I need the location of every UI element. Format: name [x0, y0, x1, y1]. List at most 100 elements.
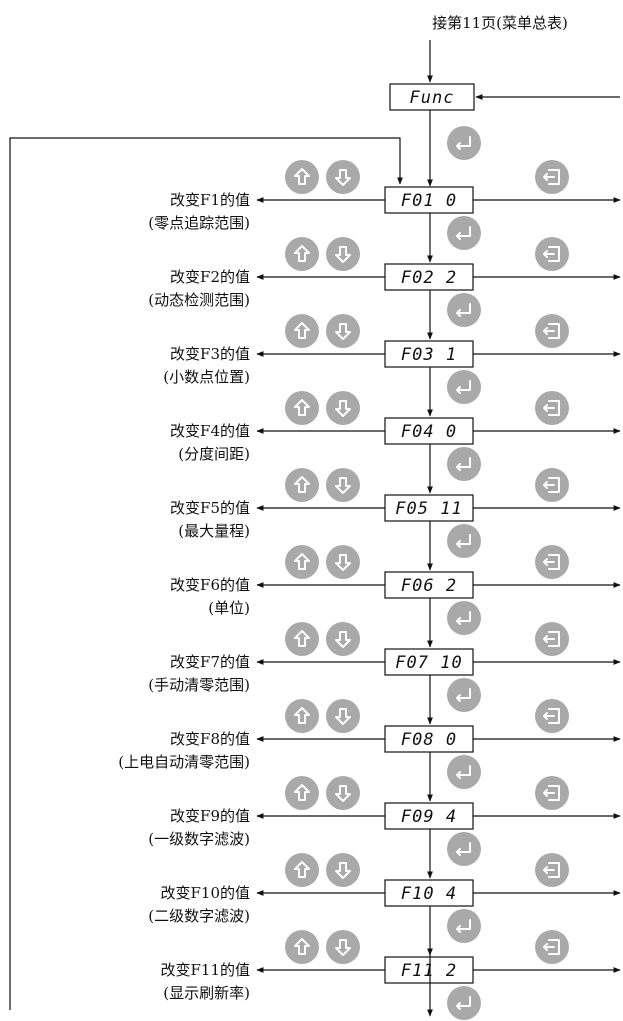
exit-button[interactable]: [535, 622, 569, 656]
exit-frame: [548, 477, 560, 493]
down-arrow-icon: [335, 708, 351, 725]
exit-button[interactable]: [535, 160, 569, 194]
display-text: F10 4: [401, 884, 457, 904]
down-button[interactable]: [326, 391, 360, 425]
display-box: [384, 340, 474, 368]
enter-icon: [456, 765, 471, 779]
exit-frame: [548, 323, 560, 339]
up-arrow-icon: [294, 784, 310, 801]
up-button[interactable]: [285, 776, 319, 810]
down-button[interactable]: [326, 545, 360, 579]
enter-button-bg: [447, 216, 481, 250]
down-button[interactable]: [326, 314, 360, 348]
display-text: F11 2: [401, 961, 457, 981]
enter-button[interactable]: [447, 909, 481, 943]
display-text: F08 0: [401, 730, 457, 750]
row-label: 改变F11的值: [161, 961, 251, 979]
up-button[interactable]: [285, 545, 319, 579]
up-arrow-icon: [294, 322, 310, 339]
down-arrow-icon: [335, 323, 351, 340]
exit-button[interactable]: [535, 314, 569, 348]
down-button[interactable]: [326, 853, 360, 887]
enter-button[interactable]: [447, 678, 481, 712]
enter-button-bg: [447, 601, 481, 635]
left-loop-line: [9, 137, 403, 1010]
down-button-bg: [326, 699, 360, 733]
display-text: F05 11: [395, 499, 462, 519]
row-label: 改变F4的值: [170, 422, 250, 440]
exit-button[interactable]: [535, 545, 569, 579]
up-button[interactable]: [285, 622, 319, 656]
exit-icon: [543, 173, 555, 181]
exit-button[interactable]: [535, 699, 569, 733]
up-button-bg: [285, 622, 319, 656]
up-button[interactable]: [285, 237, 319, 271]
exit-frame: [548, 554, 560, 570]
up-button[interactable]: [285, 853, 319, 887]
exit-button[interactable]: [535, 776, 569, 810]
enter-button[interactable]: [447, 293, 481, 327]
enter-icon: [456, 457, 471, 471]
down-button[interactable]: [326, 622, 360, 656]
up-button-bg: [285, 853, 319, 887]
down-button[interactable]: [326, 237, 360, 271]
exit-frame: [548, 400, 560, 416]
up-button[interactable]: [285, 391, 319, 425]
enter-button[interactable]: [447, 601, 481, 635]
display-text: F04 0: [401, 422, 457, 442]
down-button[interactable]: [326, 699, 360, 733]
exit-button[interactable]: [535, 853, 569, 887]
up-button-bg: [285, 930, 319, 964]
enter-icon: [456, 226, 471, 240]
row-desc: (动态检测范围): [148, 291, 250, 309]
exit-button[interactable]: [535, 468, 569, 502]
down-button[interactable]: [326, 930, 360, 964]
enter-button[interactable]: [447, 447, 481, 481]
display-box: [384, 571, 474, 599]
enter-button-bg: [447, 832, 481, 866]
up-arrow-icon: [294, 938, 310, 955]
row-desc: (小数点位置): [163, 368, 250, 386]
enter-button[interactable]: [447, 370, 481, 404]
exit-button[interactable]: [535, 930, 569, 964]
row-desc: (单位): [208, 599, 250, 617]
exit-frame: [548, 708, 560, 724]
up-button[interactable]: [285, 930, 319, 964]
exit-icon: [543, 404, 555, 412]
down-button[interactable]: [326, 160, 360, 194]
enter-button-bg: [447, 678, 481, 712]
down-arrow-icon: [335, 246, 351, 263]
enter-icon: [456, 688, 471, 702]
down-button[interactable]: [326, 468, 360, 502]
enter-button[interactable]: [447, 126, 481, 160]
down-arrow-icon: [335, 785, 351, 802]
row-label: 改变F6的值: [170, 576, 250, 594]
enter-button[interactable]: [447, 755, 481, 789]
exit-button[interactable]: [535, 237, 569, 271]
up-button-bg: [285, 160, 319, 194]
exit-icon: [543, 327, 555, 335]
enter-button[interactable]: [447, 986, 481, 1020]
row-label: 改变F1的值: [170, 191, 250, 209]
up-button[interactable]: [285, 160, 319, 194]
enter-button[interactable]: [447, 216, 481, 250]
exit-button[interactable]: [535, 391, 569, 425]
display-text: F01 0: [401, 191, 457, 211]
exit-icon: [543, 481, 555, 489]
exit-icon: [543, 558, 555, 566]
down-arrow-icon: [335, 400, 351, 417]
down-arrow-icon: [335, 631, 351, 648]
up-arrow-icon: [294, 476, 310, 493]
enter-icon: [456, 919, 471, 933]
enter-button[interactable]: [447, 832, 481, 866]
enter-icon: [456, 303, 471, 317]
up-button[interactable]: [285, 468, 319, 502]
up-button[interactable]: [285, 699, 319, 733]
up-button[interactable]: [285, 314, 319, 348]
enter-button[interactable]: [447, 524, 481, 558]
down-button[interactable]: [326, 776, 360, 810]
